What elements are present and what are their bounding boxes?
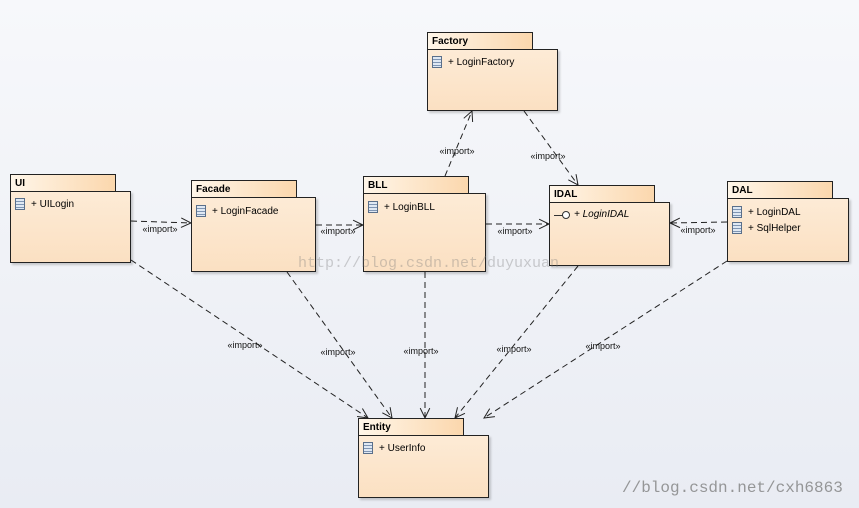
- package-facade-name: Facade: [191, 180, 297, 197]
- arrowhead-icon: [382, 407, 393, 419]
- class-icon: [732, 222, 742, 234]
- dependency-label: «import»: [496, 344, 531, 354]
- dependency-labels: «import» «import» «import» «import» «import»…: [142, 146, 715, 357]
- package-bll-member[interactable]: + LoginBLL: [368, 201, 435, 213]
- dependency-line-factory-to-idal: [523, 110, 579, 186]
- dependency-label: «import»: [320, 226, 355, 236]
- member-label: + UILogin: [31, 198, 75, 210]
- member-label: + LoginFactory: [448, 56, 515, 68]
- class-icon: [196, 205, 206, 217]
- package-dal-name: DAL: [727, 181, 833, 198]
- dependency-label: «import»: [680, 225, 715, 235]
- dependency-label: «import»: [439, 146, 474, 156]
- class-icon: [368, 201, 378, 213]
- arrowhead-icon: [568, 174, 579, 186]
- package-ui-name: UI: [10, 174, 116, 191]
- package-dal-member[interactable]: + LoginDAL: [732, 206, 801, 218]
- dependency-label: «import»: [497, 226, 532, 236]
- dependency-label: «import»: [403, 346, 438, 356]
- dependency-line-bll-to-factory: [444, 110, 473, 177]
- dependency-line-dal-to-entity: [483, 260, 728, 419]
- class-icon: [732, 206, 742, 218]
- arrowhead-icon: [483, 408, 495, 419]
- dependency-label: «import»: [320, 347, 355, 357]
- dependency-line-idal-to-entity: [454, 265, 579, 419]
- member-label: + LoginDAL: [748, 206, 801, 218]
- member-label: + LoginBLL: [384, 201, 435, 213]
- package-facade-member[interactable]: + LoginFacade: [196, 205, 278, 217]
- arrowhead-icon: [668, 217, 681, 229]
- package-dal-member[interactable]: + SqlHelper: [732, 222, 801, 234]
- interface-icon: [554, 210, 570, 219]
- class-icon: [15, 198, 25, 210]
- package-idal-name: IDAL: [549, 185, 655, 202]
- dependency-line-dal-to-idal: [669, 221, 728, 224]
- class-icon: [432, 56, 442, 68]
- package-idal-member[interactable]: + LoginIDAL: [554, 209, 629, 220]
- member-label: + SqlHelper: [748, 222, 801, 234]
- dependency-label: «import»: [530, 151, 565, 161]
- member-label: + LoginFacade: [212, 205, 279, 217]
- arrowhead-icon: [463, 109, 474, 123]
- package-entity-name: Entity: [358, 418, 464, 435]
- member-label: + LoginIDAL: [574, 209, 630, 220]
- package-entity-member[interactable]: + UserInfo: [363, 442, 425, 454]
- dependency-line-ui-to-entity: [130, 259, 369, 419]
- dependency-lines: [130, 109, 728, 420]
- dependency-label: «import»: [585, 341, 620, 351]
- package-factory-member[interactable]: + LoginFactory: [432, 56, 514, 68]
- package-bll-name: BLL: [363, 176, 469, 193]
- class-icon: [363, 442, 373, 454]
- center-watermark: http://blog.csdn.net/duyuxuan: [298, 255, 560, 272]
- dependency-line-facade-to-entity: [286, 271, 393, 419]
- corner-watermark: //blog.csdn.net/cxh6863: [622, 479, 843, 497]
- dependency-label: «import»: [142, 224, 177, 234]
- dependency-line-ui-to-facade: [130, 220, 192, 224]
- package-factory-name: Factory: [427, 32, 533, 49]
- package-ui-member[interactable]: + UILogin: [15, 198, 74, 210]
- dependency-label: «import»: [227, 340, 262, 350]
- member-label: + UserInfo: [379, 442, 426, 454]
